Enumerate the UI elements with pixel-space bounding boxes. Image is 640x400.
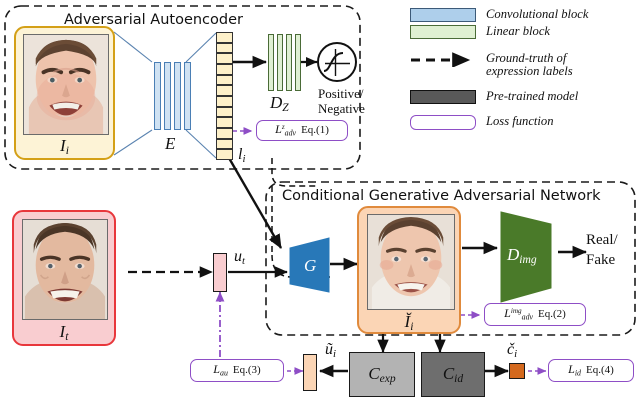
predicted-identity-marker	[509, 363, 525, 379]
aae-output-line2: Negative	[318, 101, 365, 116]
cgan-section-title: Conditional Generative Adversarial Netwo…	[282, 188, 601, 204]
encoder-label: E	[165, 134, 176, 153]
legend-label-groundtruth: Ground-truth of expression labels	[486, 51, 573, 79]
legend-item-conv: Convolutional block	[410, 7, 636, 23]
adv-latent-loss-box: Lzadv Eq.(1)	[256, 120, 348, 141]
latent-discriminator-bar	[268, 34, 274, 91]
target-image-panel: It	[12, 210, 116, 346]
latent-vector-label: li	[238, 146, 246, 166]
encoder-bar	[174, 62, 181, 130]
source-face-photo	[23, 34, 109, 135]
latent-vector	[216, 32, 233, 160]
target-condition-label: ut	[234, 248, 246, 268]
encoder-bar	[154, 62, 161, 130]
loss-function-swatch	[410, 114, 476, 130]
legend-item-pretrained: Pre-trained model	[410, 88, 636, 105]
linear-block-swatch	[410, 25, 476, 40]
expression-classifier-block: Cexp	[349, 352, 415, 397]
legend-item-linear: Linear block	[410, 24, 636, 40]
cgan-output-line2: Fake	[586, 252, 616, 268]
source-image-panel: Ii	[14, 26, 115, 160]
legend-label-linear: Linear block	[486, 24, 551, 38]
target-image-caption: It	[59, 322, 69, 344]
identity-classifier-block: Cid	[421, 352, 485, 397]
latent-discriminator-label: DZ	[270, 93, 289, 115]
legend-item-groundtruth: Ground-truth of expression labels	[410, 51, 636, 79]
au-loss-box: Lau Eq.(3)	[190, 359, 284, 382]
legend: Convolutional block Linear block Ground-…	[410, 7, 636, 132]
aae-output-line1: Positive/	[318, 86, 364, 101]
legend-label-pretrained: Pre-trained model	[486, 88, 579, 103]
conv-block-swatch	[410, 8, 476, 23]
target-face-photo	[22, 219, 108, 320]
legend-label-loss: Loss function	[486, 113, 554, 128]
cgan-section-border	[265, 181, 636, 336]
target-condition-vector	[213, 253, 227, 292]
encoder-bar	[184, 62, 191, 130]
predicted-expression-vector	[303, 354, 317, 391]
generated-image-panel: Ĭi	[357, 206, 461, 334]
image-discriminator-block	[500, 211, 552, 303]
generated-image-caption: Ĭi	[404, 312, 414, 334]
latent-discriminator-bar	[277, 34, 283, 91]
predicted-identity-label: či	[507, 341, 518, 361]
image-discriminator-label: Dimg	[507, 245, 537, 267]
generator-label: G	[304, 256, 317, 275]
id-loss-box: Lid Eq.(4)	[548, 359, 634, 382]
generated-face-photo	[367, 214, 455, 310]
aae-section-title: Adversarial Autoencoder	[64, 12, 243, 28]
dashed-arrow-swatch	[410, 52, 476, 68]
cgan-output-line1: Real/	[586, 232, 618, 248]
latent-discriminator-bar	[286, 34, 292, 91]
sigmoid-node	[317, 42, 357, 82]
encoder-bar	[164, 62, 171, 130]
source-image-caption: Ii	[60, 136, 69, 158]
predicted-expression-label: ũi	[325, 341, 337, 361]
generator-block	[289, 237, 330, 293]
legend-label-conv: Convolutional block	[486, 7, 589, 21]
aae-section-border	[4, 5, 361, 170]
latent-discriminator-bar	[295, 34, 301, 91]
adv-image-loss-box: Limgadv Eq.(2)	[484, 303, 586, 326]
pretrained-model-swatch	[410, 89, 476, 105]
legend-item-loss: Loss function	[410, 113, 636, 130]
